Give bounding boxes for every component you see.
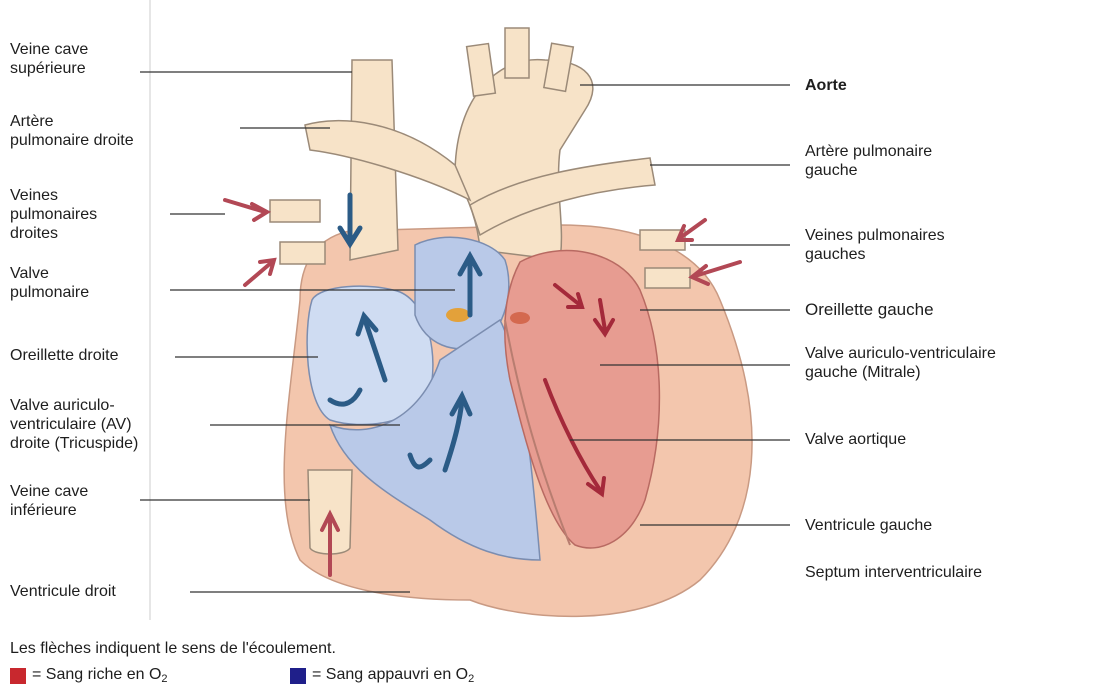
label-interventricular-septum: Septum interventriculaire	[805, 563, 982, 582]
aorta-branch-1	[467, 44, 496, 97]
label-right-av-valve: Valve auriculo-ventriculaire (AV)droite …	[10, 396, 138, 453]
right-pulmonary-vein-2	[280, 242, 325, 264]
label-aortic-valve: Valve aortique	[805, 430, 906, 449]
oxygen-rich-swatch	[10, 668, 26, 684]
label-left-atrium: Oreillette gauche	[805, 300, 934, 319]
aortic-valve-shape	[510, 312, 530, 324]
right-pulmonary-vein-1	[270, 200, 320, 222]
legend-oxygen-poor: = Sang appauvri en O2	[312, 666, 474, 685]
pulmonary-valve-shape	[446, 308, 470, 322]
aorta-branch-2	[505, 28, 529, 78]
label-right-ventricle: Ventricule droit	[10, 582, 116, 601]
label-right-atrium: Oreillette droite	[10, 346, 119, 365]
oxygen-poor-swatch	[290, 668, 306, 684]
legend-caption: Les flèches indiquent le sens de l'écoul…	[10, 640, 336, 658]
left-pulmonary-vein-2	[645, 268, 690, 288]
label-aorta: Aorte	[805, 76, 847, 95]
legend-oxygen-rich: = Sang riche en O2	[32, 666, 168, 685]
label-left-ventricle: Ventricule gauche	[805, 516, 932, 535]
